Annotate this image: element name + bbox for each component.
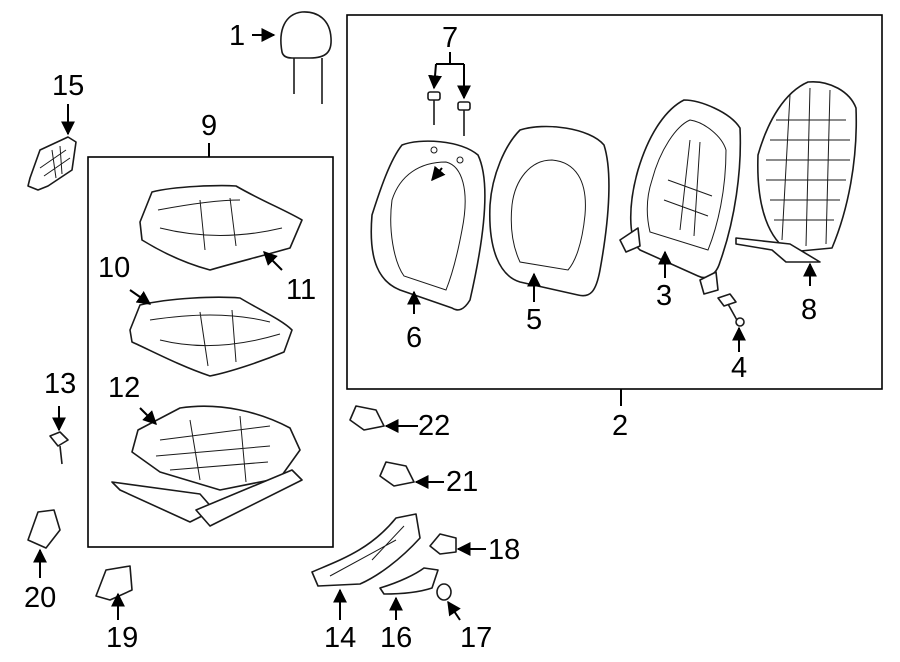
seat-back-pad xyxy=(489,125,610,297)
callout-6: 6 xyxy=(406,322,423,354)
callout-9: 9 xyxy=(201,110,218,142)
bolt-4 xyxy=(717,293,745,327)
seat-cushion-group-box xyxy=(87,156,334,548)
callout-20: 20 xyxy=(24,582,57,614)
seat-track-frame xyxy=(111,405,303,527)
callout-2: 2 xyxy=(612,410,629,442)
callout-17: 17 xyxy=(460,622,493,654)
ring-17 xyxy=(436,583,452,601)
callout-14: 14 xyxy=(324,622,357,654)
clip-18 xyxy=(429,533,457,555)
callout-12: 12 xyxy=(108,372,141,404)
callout-22: 22 xyxy=(418,410,451,442)
callout-19: 19 xyxy=(106,622,139,654)
callout-13: 13 xyxy=(44,368,77,400)
trim-22 xyxy=(349,405,385,431)
seat-back-cover xyxy=(370,140,486,311)
callout-15: 15 xyxy=(52,70,85,102)
callout-11: 11 xyxy=(286,274,317,306)
seat-back-panel xyxy=(735,81,858,263)
callout-7: 7 xyxy=(442,22,459,54)
callout-18: 18 xyxy=(488,534,521,566)
callout-8: 8 xyxy=(801,294,818,326)
seat-back-group-box xyxy=(346,14,883,390)
headrest xyxy=(280,11,332,104)
trim-21 xyxy=(379,461,415,487)
callout-21: 21 xyxy=(446,466,479,498)
callout-3: 3 xyxy=(656,280,673,312)
bolt-13 xyxy=(49,431,69,465)
lever-handle xyxy=(379,567,439,595)
seat-back-frame xyxy=(619,99,742,295)
cushion-pad xyxy=(129,296,293,377)
bracket-20 xyxy=(27,509,61,549)
cushion-cover xyxy=(139,184,303,271)
bracket-19 xyxy=(95,565,133,601)
side-shield-trim xyxy=(27,136,77,191)
callout-5: 5 xyxy=(526,304,543,336)
callout-16: 16 xyxy=(380,622,413,654)
callout-4: 4 xyxy=(731,352,748,384)
callout-1: 1 xyxy=(229,20,246,52)
callout-10: 10 xyxy=(98,252,131,284)
bolts-7 xyxy=(427,91,471,136)
side-shield xyxy=(311,513,421,587)
